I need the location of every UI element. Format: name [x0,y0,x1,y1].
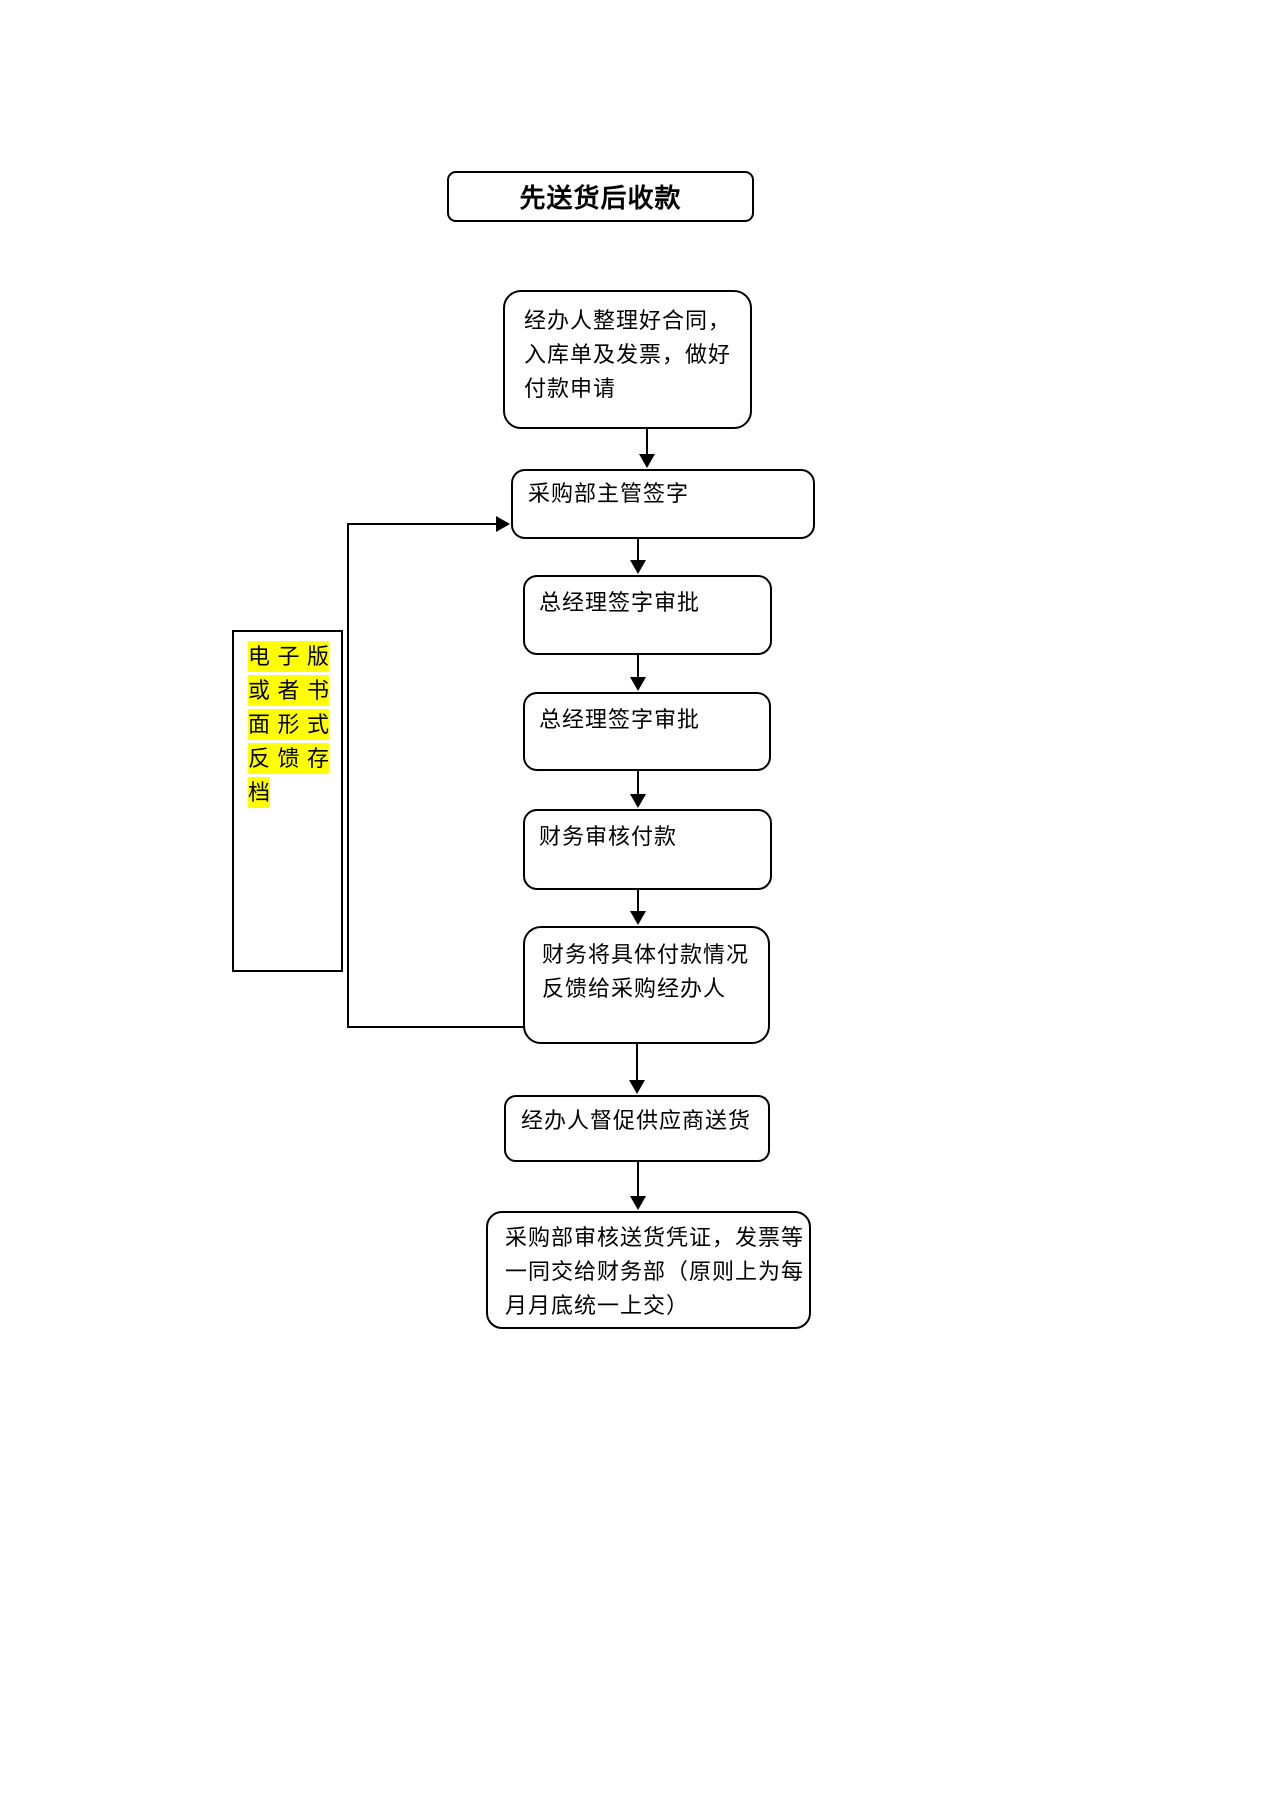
feedback-line-top [347,523,496,525]
annotation-line: 电子版 [248,640,329,674]
connector-1-line [646,429,648,455]
feedback-line-vertical [347,523,349,1028]
connector-7-arrowhead-icon [630,1196,646,1210]
connector-3-arrowhead-icon [630,677,646,691]
flow-step-2: 采购部主管签字 [511,469,815,539]
flow-step-7: 经办人督促供应商送货 [504,1095,770,1162]
feedback-line-bottom [347,1026,525,1028]
annotation-highlighted-text: 反馈存 [248,743,329,774]
flowchart-title: 先送货后收款 [519,184,682,213]
connector-2-arrowhead-icon [630,560,646,574]
connector-4-line [637,771,639,795]
flow-step-8: 采购部审核送货凭证，发票等 一同交给财务部（原则上为每 月月底统一上交） [486,1211,811,1329]
annotation-line: 档 [248,776,329,810]
annotation-highlighted-text: 档 [248,777,271,808]
connector-2-line [637,539,639,561]
annotation-line: 或者书 [248,674,329,708]
connector-3-line [637,655,639,678]
flow-step-3: 总经理签字审批 [523,575,772,655]
flowchart-title-box: 先送货后收款 [447,171,754,222]
connector-6-line [636,1044,638,1081]
connector-4-arrowhead-icon [630,794,646,808]
annotation-line: 面形式 [248,708,329,742]
flow-step-2-text: 采购部主管签字 [528,481,690,506]
flow-step-6-text: 财务将具体付款情况 [542,942,750,967]
flow-step-7-text: 经办人督促供应商送货 [521,1108,752,1133]
flow-step-3-text: 总经理签字审批 [539,590,701,615]
annotation-highlighted-text: 或者书 [248,675,329,706]
feedback-arrowhead-icon [496,516,510,532]
connector-5-line [637,890,639,912]
feedback-annotation-box: 电子版 或者书 面形式 反馈存 档 [232,630,343,972]
flow-step-5: 财务审核付款 [523,809,772,890]
flow-step-1-text: 入库单及发票，做好 [524,342,732,367]
flow-step-4-text: 总经理签字审批 [539,707,701,732]
flow-step-6: 财务将具体付款情况 反馈给采购经办人 [523,926,770,1044]
connector-1-arrowhead-icon [639,454,655,468]
flow-step-8-text: 采购部审核送货凭证，发票等 [505,1225,805,1250]
connector-5-arrowhead-icon [630,911,646,925]
connector-6-arrowhead-icon [629,1080,645,1094]
flow-step-8-text: 一同交给财务部（原则上为每 [505,1259,805,1284]
flow-step-4: 总经理签字审批 [523,692,771,771]
annotation-highlighted-text: 面形式 [248,709,329,740]
flow-step-1-text: 经办人整理好合同， [524,308,732,333]
annotation-line: 反馈存 [248,742,329,776]
flow-step-6-text: 反馈给采购经办人 [542,976,727,1001]
flow-step-8-text: 月月底统一上交） [505,1293,690,1318]
flow-step-5-text: 财务审核付款 [539,824,678,849]
annotation-highlighted-text: 电子版 [248,641,329,672]
flow-step-1: 经办人整理好合同， 入库单及发票，做好 付款申请 [503,290,752,429]
connector-7-line [637,1162,639,1197]
flow-step-1-text: 付款申请 [524,376,617,401]
